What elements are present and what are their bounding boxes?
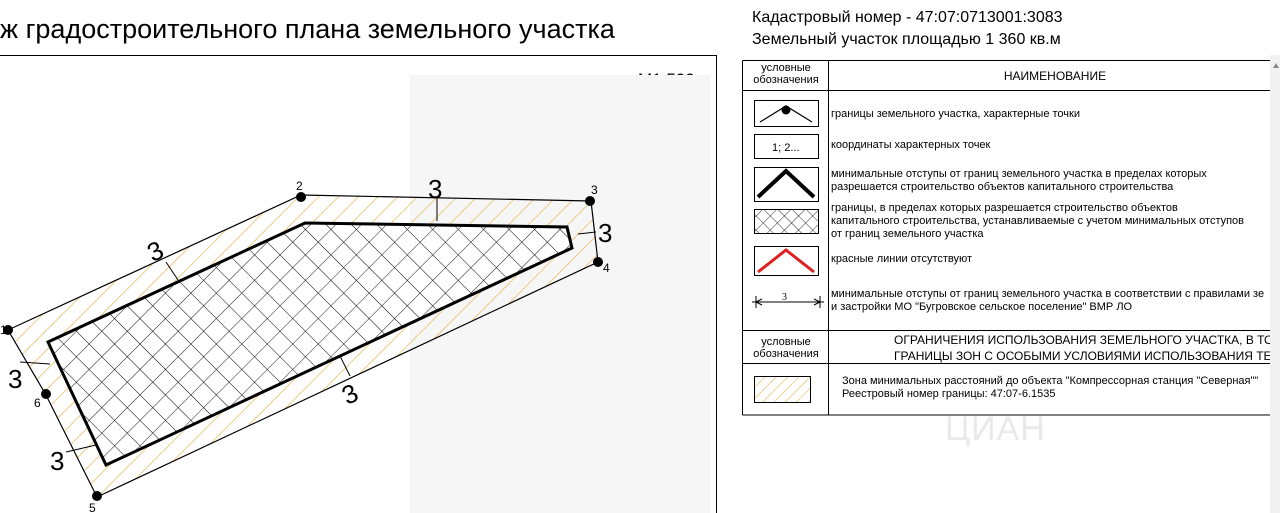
point-number: 2 xyxy=(296,179,303,193)
point-number: 4 xyxy=(603,261,610,275)
buildable-area-crosshatch xyxy=(45,221,574,467)
legend-row-text: границы, в пределах которых разрешается … xyxy=(831,202,1245,240)
legend: 3 1; 2... условные обозначения НАИМЕНОВА… xyxy=(742,60,1280,416)
legend-row-text: границы земельного участка, характерные … xyxy=(831,108,1080,120)
dimension-arrow-upper-left xyxy=(165,261,179,281)
plan-right-border xyxy=(716,55,717,513)
boundary-point xyxy=(585,196,595,206)
red-line-symbol xyxy=(757,248,815,274)
point-number: 6 xyxy=(34,396,41,410)
point-number: 1 xyxy=(0,323,7,337)
dimension-symbol xyxy=(752,296,824,308)
boundary-point xyxy=(3,325,13,335)
legend-row-text: красные линии отсутствуют xyxy=(831,253,973,265)
boundary-point xyxy=(296,192,306,202)
legend-col-name: НАИМЕНОВАНИЕ xyxy=(1003,69,1107,83)
setback-label: 3 xyxy=(428,174,442,204)
legend-frame: 3 1; 2... xyxy=(742,60,1280,416)
page-title: ж градостроительного плана земельного уч… xyxy=(0,14,615,44)
site-plan-drawing: 3 3 3 3 3 3 1 2 3 4 5 6 xyxy=(0,174,613,513)
dimension-arrow-right xyxy=(577,231,597,235)
setback-label: 3 xyxy=(337,377,363,410)
legend-row-text: координаты характерных точек xyxy=(831,139,991,151)
boundary-point xyxy=(41,389,51,399)
dimension-arrow-left xyxy=(19,361,51,365)
setback-label: 3 xyxy=(8,364,22,394)
setback-label: 3 xyxy=(598,218,612,248)
zone-description: Зона минимальных расстояний до объекта "… xyxy=(842,375,1259,400)
restrictions-col-symbols: условные обозначения xyxy=(753,336,819,360)
setback-line-symbol xyxy=(756,168,816,199)
legend-row-text: минимальные отступы от границ земельного… xyxy=(831,288,1265,313)
dimension-arrow-bottom-left xyxy=(65,444,97,453)
point-number: 3 xyxy=(591,183,598,197)
boundary-point xyxy=(593,257,603,267)
setback-label: 3 xyxy=(142,234,168,267)
setback-label: 3 xyxy=(50,446,64,476)
cadastral-number: Кадастровый номер - 47:07:0713001:3083 xyxy=(752,9,1063,26)
boundary-point xyxy=(92,491,102,501)
land-area: Земельный участок площадью 1 360 кв.м xyxy=(752,31,1061,48)
vertical-scrollbar[interactable] xyxy=(1270,55,1280,513)
coords-symbol-label: 1; 2... xyxy=(772,142,800,154)
point-number: 5 xyxy=(89,501,96,513)
scroll-up-icon[interactable] xyxy=(1273,63,1279,68)
watermark: ЦИАН xyxy=(945,410,1046,448)
restrictions-title: ОГРАНИЧЕНИЯ ИСПОЛЬЗОВАНИЯ ЗЕМЕЛЬНОГО УЧА… xyxy=(894,333,1274,363)
legend-col-symbols: условные обозначения xyxy=(753,62,819,86)
dimension-arrow-lower xyxy=(339,355,351,377)
dimension-symbol-label: 3 xyxy=(782,292,787,303)
legend-row-text: минимальные отступы от границ земельного… xyxy=(831,168,1207,193)
plan-top-border xyxy=(0,55,716,56)
